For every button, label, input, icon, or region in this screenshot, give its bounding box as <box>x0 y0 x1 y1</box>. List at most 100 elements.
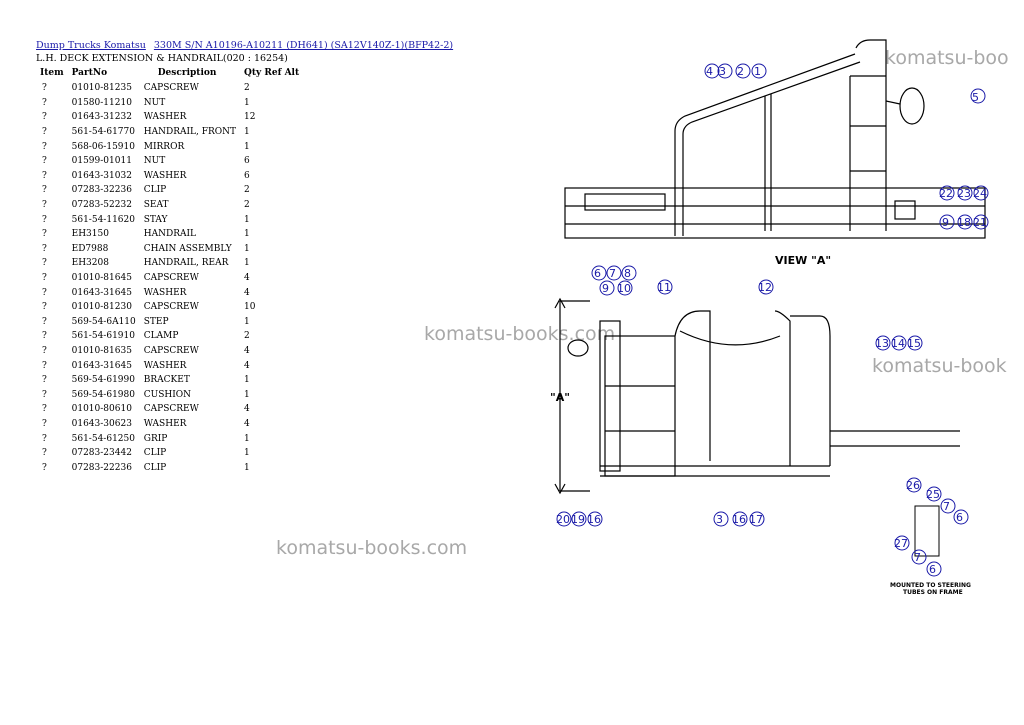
cell-qty: 4 <box>244 418 250 429</box>
cell-description: WASHER <box>143 287 187 298</box>
cell-item: ? <box>42 345 47 356</box>
side-view-drawing <box>564 39 986 239</box>
svg-text:22: 22 <box>939 187 953 200</box>
svg-text:16: 16 <box>732 513 746 526</box>
cell-item: ? <box>42 214 47 225</box>
cell-description: CLIP <box>143 185 167 196</box>
cell-qty: 1 <box>244 229 250 240</box>
cell-qty: 1 <box>244 448 250 459</box>
cell-description: HANDRAIL, REAR <box>143 258 229 269</box>
svg-text:23: 23 <box>957 187 971 200</box>
cell-qty: 2 <box>244 185 250 196</box>
cell-partno: EH3208 <box>71 258 109 269</box>
cell-item: ? <box>42 141 47 152</box>
cell-description: WASHER <box>143 360 187 371</box>
cell-partno: 01599-01011 <box>71 156 132 167</box>
cell-item: ? <box>42 273 47 284</box>
svg-text:27: 27 <box>894 537 908 550</box>
parts-table: Item PartNo Description Qty Ref Alt ?010… <box>36 66 303 475</box>
breadcrumb-link-category[interactable]: Dump Trucks Komatsu <box>36 40 146 51</box>
cell-qty: 4 <box>244 404 250 415</box>
cell-description: SEAT <box>143 200 169 211</box>
svg-text:7: 7 <box>943 500 950 513</box>
svg-text:3: 3 <box>716 513 723 526</box>
cell-item: ? <box>42 316 47 327</box>
cell-item: ? <box>42 200 47 211</box>
cell-qty: 1 <box>244 127 250 138</box>
svg-text:11: 11 <box>657 281 671 294</box>
callout-group-middle: 6 7 8 9 10 11 12 13 14 15 20 19 16 3 16 … <box>556 265 923 527</box>
cell-item: ? <box>42 287 47 298</box>
svg-text:17: 17 <box>749 513 763 526</box>
breadcrumb-link-model[interactable]: 330M S/N A10196-A10211 (DH641) (SA12V140… <box>153 40 454 51</box>
cell-description: NUT <box>143 97 166 108</box>
svg-text:15: 15 <box>907 337 921 350</box>
svg-text:13: 13 <box>875 337 889 350</box>
cell-description: HANDRAIL, FRONT <box>143 127 236 138</box>
svg-text:19: 19 <box>571 513 585 526</box>
svg-text:6: 6 <box>929 563 936 576</box>
cell-qty: 1 <box>244 433 250 444</box>
cell-partno: 01643-31232 <box>71 112 132 123</box>
svg-text:10: 10 <box>617 282 631 295</box>
svg-text:25: 25 <box>926 488 940 501</box>
cell-item: ? <box>42 404 47 415</box>
cell-description: CAPSCREW <box>143 345 199 356</box>
cell-item: ? <box>42 258 47 269</box>
cell-description: CUSHION <box>143 389 192 400</box>
detail-note: MOUNTED TO STEERING <box>890 582 971 589</box>
svg-text:6: 6 <box>594 267 601 280</box>
svg-text:7: 7 <box>609 267 616 280</box>
cell-item: ? <box>42 448 47 459</box>
top-view-drawing <box>554 297 960 495</box>
cell-partno: 01580-11210 <box>71 97 132 108</box>
cell-qty: 2 <box>244 200 250 211</box>
cell-qty: 1 <box>244 243 250 254</box>
cell-qty: 4 <box>244 360 250 371</box>
cell-description: WASHER <box>143 112 187 123</box>
watermark: komatsu-books.com <box>424 323 616 345</box>
table-header-row: Item PartNo Description Qty Ref Alt <box>36 66 303 81</box>
svg-text:3: 3 <box>719 65 726 78</box>
cell-item: ? <box>42 97 47 108</box>
cell-item: ? <box>42 375 47 386</box>
cell-qty: 1 <box>244 316 250 327</box>
cell-partno: 569-54-61980 <box>71 389 135 400</box>
cell-partno: 01643-31645 <box>71 360 132 371</box>
svg-text:12: 12 <box>758 281 772 294</box>
cell-description: CLAMP <box>143 331 179 342</box>
parts-diagram: 4 3 2 1 5 22 23 24 9 18 21 VIEW "A" "A" … <box>550 39 989 596</box>
cell-description: WASHER <box>143 418 187 429</box>
cell-partno: 561-54-11620 <box>71 214 135 225</box>
view-reference-label: "A" <box>550 391 570 404</box>
cell-qty: 1 <box>244 97 250 108</box>
cell-description: WASHER <box>143 170 187 181</box>
cell-qty: 10 <box>244 302 256 313</box>
cell-qty: 6 <box>244 170 250 181</box>
svg-text:9: 9 <box>942 216 949 229</box>
cell-item: ? <box>42 433 47 444</box>
cell-partno: 07283-23442 <box>71 448 132 459</box>
cell-qty: 2 <box>244 331 250 342</box>
cell-description: CAPSCREW <box>143 273 199 284</box>
cell-item: ? <box>42 185 47 196</box>
detail-group: 26 25 7 6 27 7 6 MOUNTED TO STEERING TUB… <box>890 477 971 596</box>
cell-item: ? <box>42 331 47 342</box>
svg-text:7: 7 <box>914 551 921 564</box>
svg-text:21: 21 <box>973 216 987 229</box>
